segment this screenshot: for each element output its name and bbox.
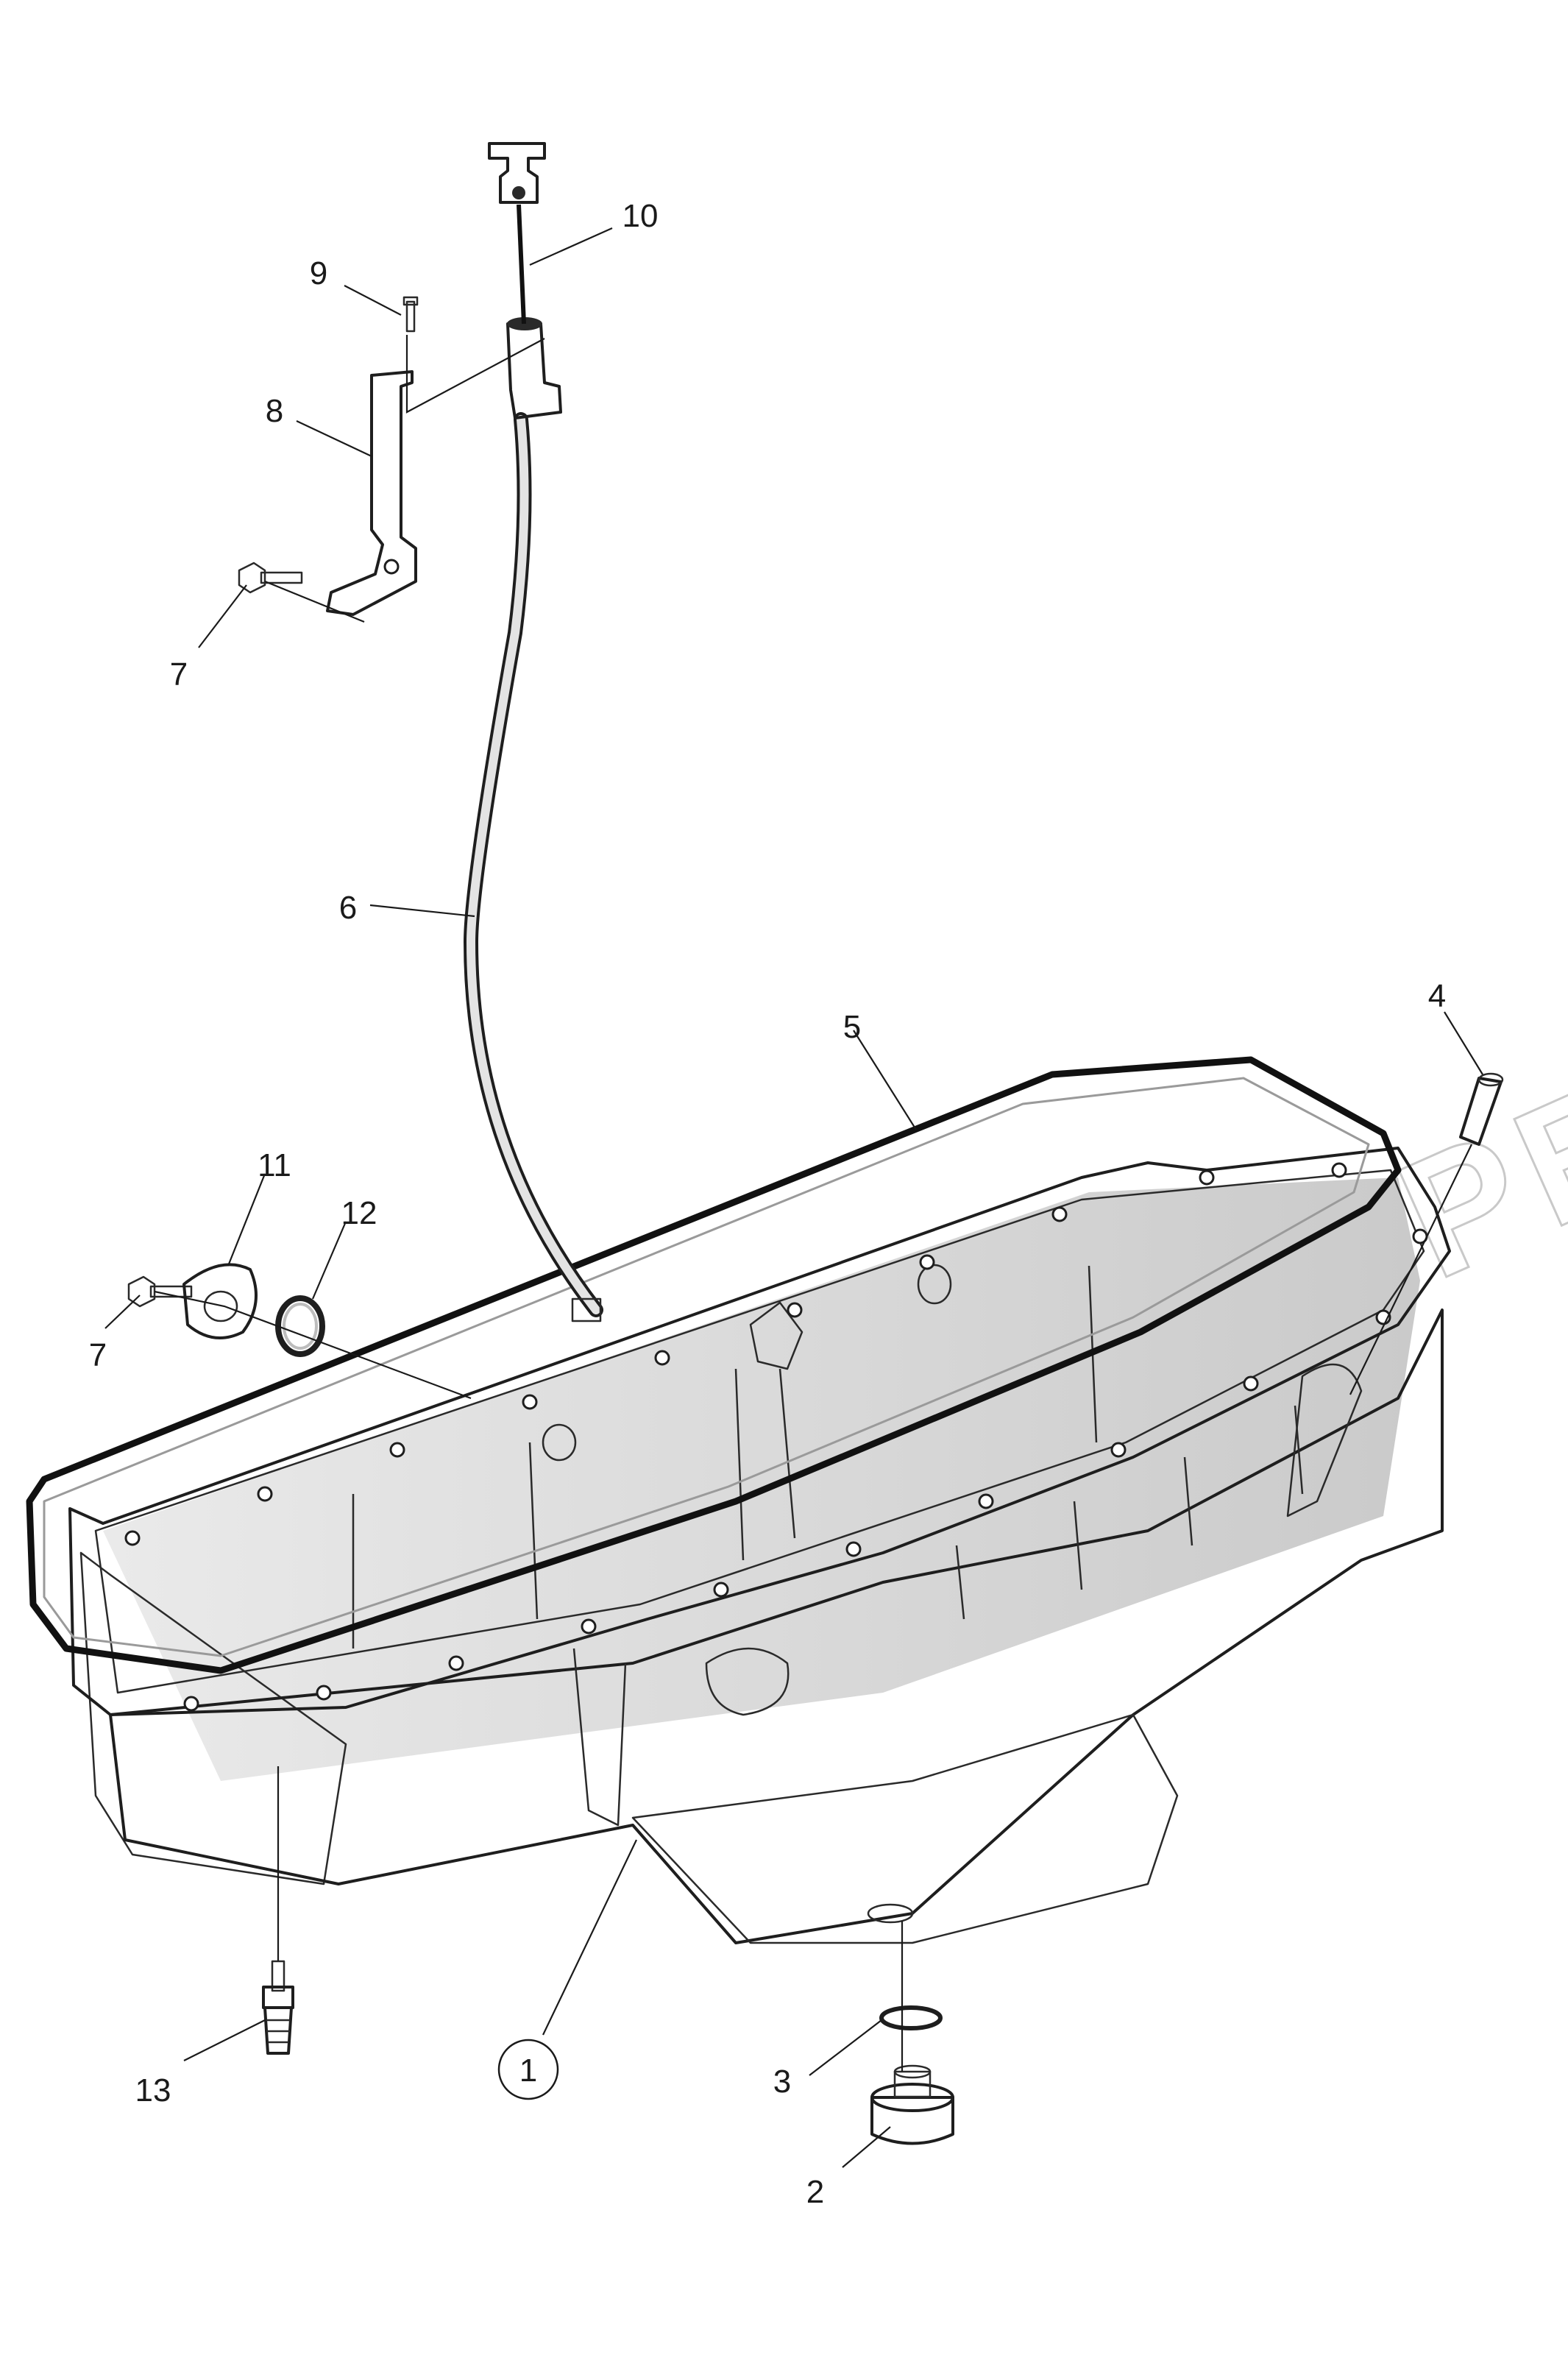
dipstick-bracket: [326, 370, 417, 616]
drain-plug: [870, 2064, 954, 2145]
callout-6: 6: [339, 890, 357, 926]
level-sensor: [262, 1960, 294, 2055]
callout-7-lower: 7: [89, 1337, 107, 1373]
leader-lines: [104, 227, 1483, 2168]
bolt-7-upper: [238, 562, 303, 594]
callouts: 1 2 3 4 5 6 7 7 8 9 10 11 12 13: [89, 198, 1446, 2210]
screw-9: [402, 296, 419, 333]
oil-pan-gasket: [26, 1056, 1402, 1674]
callout-9: 9: [310, 255, 327, 291]
dipstick-tube: [463, 317, 603, 1322]
o-ring-3: [879, 2005, 943, 2030]
callout-10: 10: [622, 198, 659, 234]
bolt-7-lower: [127, 1275, 193, 1308]
callout-4: 4: [1428, 978, 1446, 1014]
callout-5: 5: [843, 1009, 861, 1045]
callout-12: 12: [341, 1195, 377, 1231]
callout-2: 2: [806, 2174, 824, 2210]
guide-pin: [1459, 1072, 1504, 1146]
cover-plate: [182, 1263, 258, 1339]
callout-8: 8: [266, 393, 283, 429]
dipstick: [488, 142, 546, 325]
callout-7-upper: 7: [170, 656, 188, 693]
callout-11: 11: [258, 1147, 291, 1183]
callout-1-circle: [497, 2039, 559, 2100]
oil-pan: [68, 1147, 1451, 1944]
callout-13: 13: [135, 2072, 171, 2108]
callout-1: 1: [519, 2053, 537, 2089]
o-ring-12: [275, 1295, 325, 1357]
callout-3: 3: [773, 2064, 791, 2100]
